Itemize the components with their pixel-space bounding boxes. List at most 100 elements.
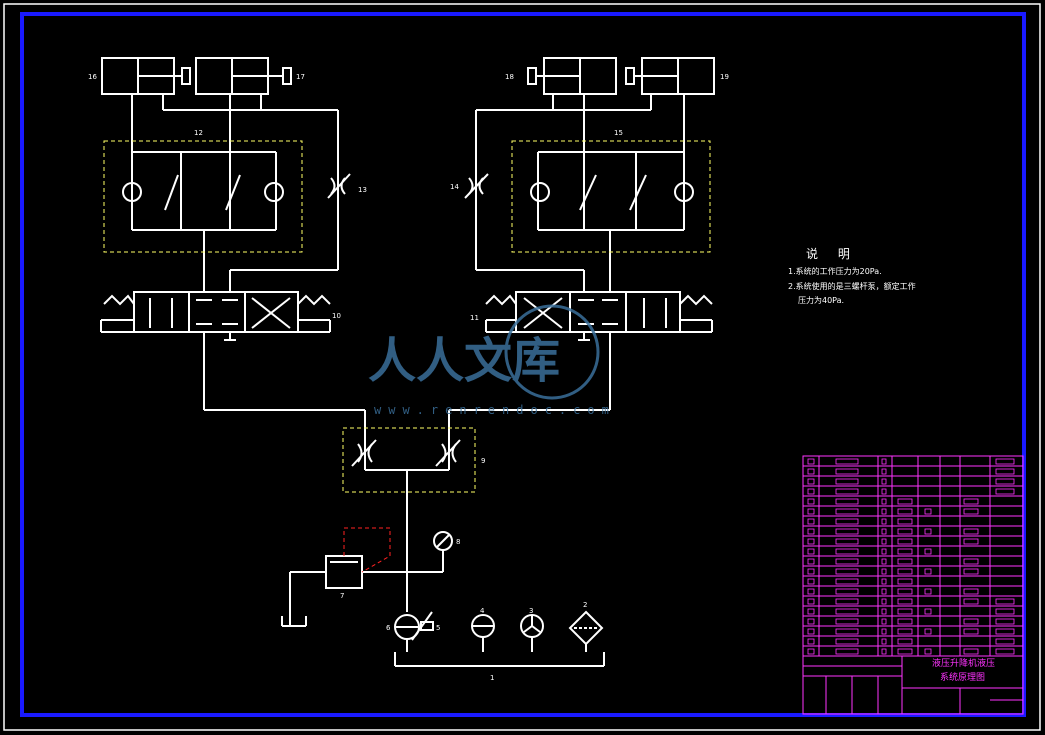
label-13: 13	[358, 186, 367, 194]
parts-list-cell-text	[995, 648, 1015, 655]
parts-list-cell-text	[963, 508, 979, 515]
parts-list-cell-text	[835, 618, 859, 625]
parts-list-cell-text	[881, 558, 887, 565]
parts-list-cell-text	[807, 558, 815, 565]
parts-list-cell-text	[995, 468, 1015, 475]
label-7: 7	[340, 592, 344, 600]
parts-list-cell-text	[963, 618, 979, 625]
label-17: 17	[296, 73, 305, 81]
parts-list-cell-text	[807, 468, 815, 475]
parts-list-cell-text	[807, 588, 815, 595]
parts-list-cell-text	[995, 638, 1015, 645]
parts-list-cell-text	[881, 578, 887, 585]
parts-list-cell-text	[897, 568, 913, 575]
parts-list-cell-text	[807, 518, 815, 525]
parts-list-cell-text	[881, 628, 887, 635]
parts-list-cell-text	[924, 568, 932, 575]
parts-list-cell-text	[995, 598, 1015, 605]
parts-list-cell-text	[897, 618, 913, 625]
notes-heading: 说 明	[806, 246, 858, 261]
parts-list-cell-text	[881, 568, 887, 575]
label-9: 9	[481, 457, 485, 465]
parts-list-cell-text	[924, 548, 932, 555]
parts-list-rows	[803, 458, 1023, 655]
label-15: 15	[614, 129, 623, 137]
label-5: 5	[436, 624, 440, 632]
notes-line-3: 压力为40Pa.	[798, 295, 844, 305]
cylinder-17	[195, 57, 292, 95]
parts-list-cell-text	[807, 488, 815, 495]
parts-list-cell-text	[897, 508, 913, 515]
label-2: 2	[583, 601, 587, 609]
parts-list-cell-text	[835, 518, 859, 525]
label-4: 4	[480, 607, 485, 615]
block-15-outline	[511, 140, 711, 253]
parts-list-cell-text	[835, 638, 859, 645]
parts-list-cell-text	[835, 538, 859, 545]
throttle-valve-13	[327, 173, 351, 199]
parts-list-cell-text	[881, 528, 887, 535]
parts-list-cell-text	[881, 638, 887, 645]
parts-list-cell-text	[995, 478, 1015, 485]
parts-list-cell-text	[881, 618, 887, 625]
parts-list-cell-text	[835, 648, 859, 655]
parts-list-cell-text	[881, 588, 887, 595]
parts-list-cell-text	[897, 598, 913, 605]
block-12-outline	[103, 140, 303, 253]
parts-list-cell-text	[835, 458, 859, 465]
label-12: 12	[194, 129, 203, 137]
parts-list-cell-text	[897, 578, 913, 585]
parts-list-cell-text	[963, 568, 979, 575]
label-19: 19	[720, 73, 729, 81]
parts-list-cell-text	[807, 458, 815, 465]
parts-list-cell-text	[924, 508, 932, 515]
watermark-url: www.renrendoc.com	[374, 403, 616, 417]
parts-list-cell-text	[924, 588, 932, 595]
parts-list-cell-text	[835, 588, 859, 595]
parts-list-cell-text	[807, 538, 815, 545]
parts-list-cell-text	[835, 628, 859, 635]
parts-list-cell-text	[963, 538, 979, 545]
parts-list-cell-text	[924, 528, 932, 535]
accumulator-4	[471, 614, 495, 652]
parts-list-cell-text	[807, 648, 815, 655]
parts-list-cell-text	[835, 468, 859, 475]
parts-list-cell-text	[963, 628, 979, 635]
drawing-border	[20, 12, 1026, 717]
drawing-title-line-2: 系统原理图	[940, 671, 985, 683]
parts-list-cell-text	[897, 638, 913, 645]
motor-3	[520, 614, 544, 652]
parts-list-cell-text	[963, 598, 979, 605]
parts-list-cell-text	[835, 608, 859, 615]
parts-list-cell-text	[897, 588, 913, 595]
parts-list-cell-text	[881, 488, 887, 495]
parts-list-cell-text	[995, 628, 1015, 635]
relief-valve-7	[281, 555, 407, 627]
parts-list-cell-text	[881, 598, 887, 605]
parts-list-cell-text	[835, 508, 859, 515]
parts-list-cell-text	[995, 608, 1015, 615]
pressure-gauge-8	[407, 531, 453, 573]
parts-list-cell-text	[881, 478, 887, 485]
parts-list-cell-text	[897, 628, 913, 635]
pump-6	[394, 611, 434, 652]
title-block	[802, 655, 1024, 715]
watermark-text: 人人文库	[368, 333, 560, 389]
parts-list-cell-text	[881, 468, 887, 475]
parts-list-cell-text	[835, 598, 859, 605]
directional-valve-10	[100, 291, 331, 333]
parts-list-cell-text	[924, 608, 932, 615]
parts-list-cell-text	[807, 528, 815, 535]
throttle-check-block-15	[530, 151, 694, 231]
watermark-ring	[504, 304, 600, 400]
parts-list-cell-text	[897, 648, 913, 655]
cylinder-19	[625, 57, 715, 95]
parts-list-cell-text	[835, 498, 859, 505]
parts-list-cell-text	[881, 548, 887, 555]
parts-list-cell-text	[897, 518, 913, 525]
throttle-check-block-12	[122, 151, 284, 231]
notes-line-1: 1.系统的工作压力为20Pa.	[788, 266, 882, 276]
parts-list-cell-text	[807, 638, 815, 645]
parts-list-cell-text	[881, 508, 887, 515]
label-8: 8	[456, 538, 460, 546]
